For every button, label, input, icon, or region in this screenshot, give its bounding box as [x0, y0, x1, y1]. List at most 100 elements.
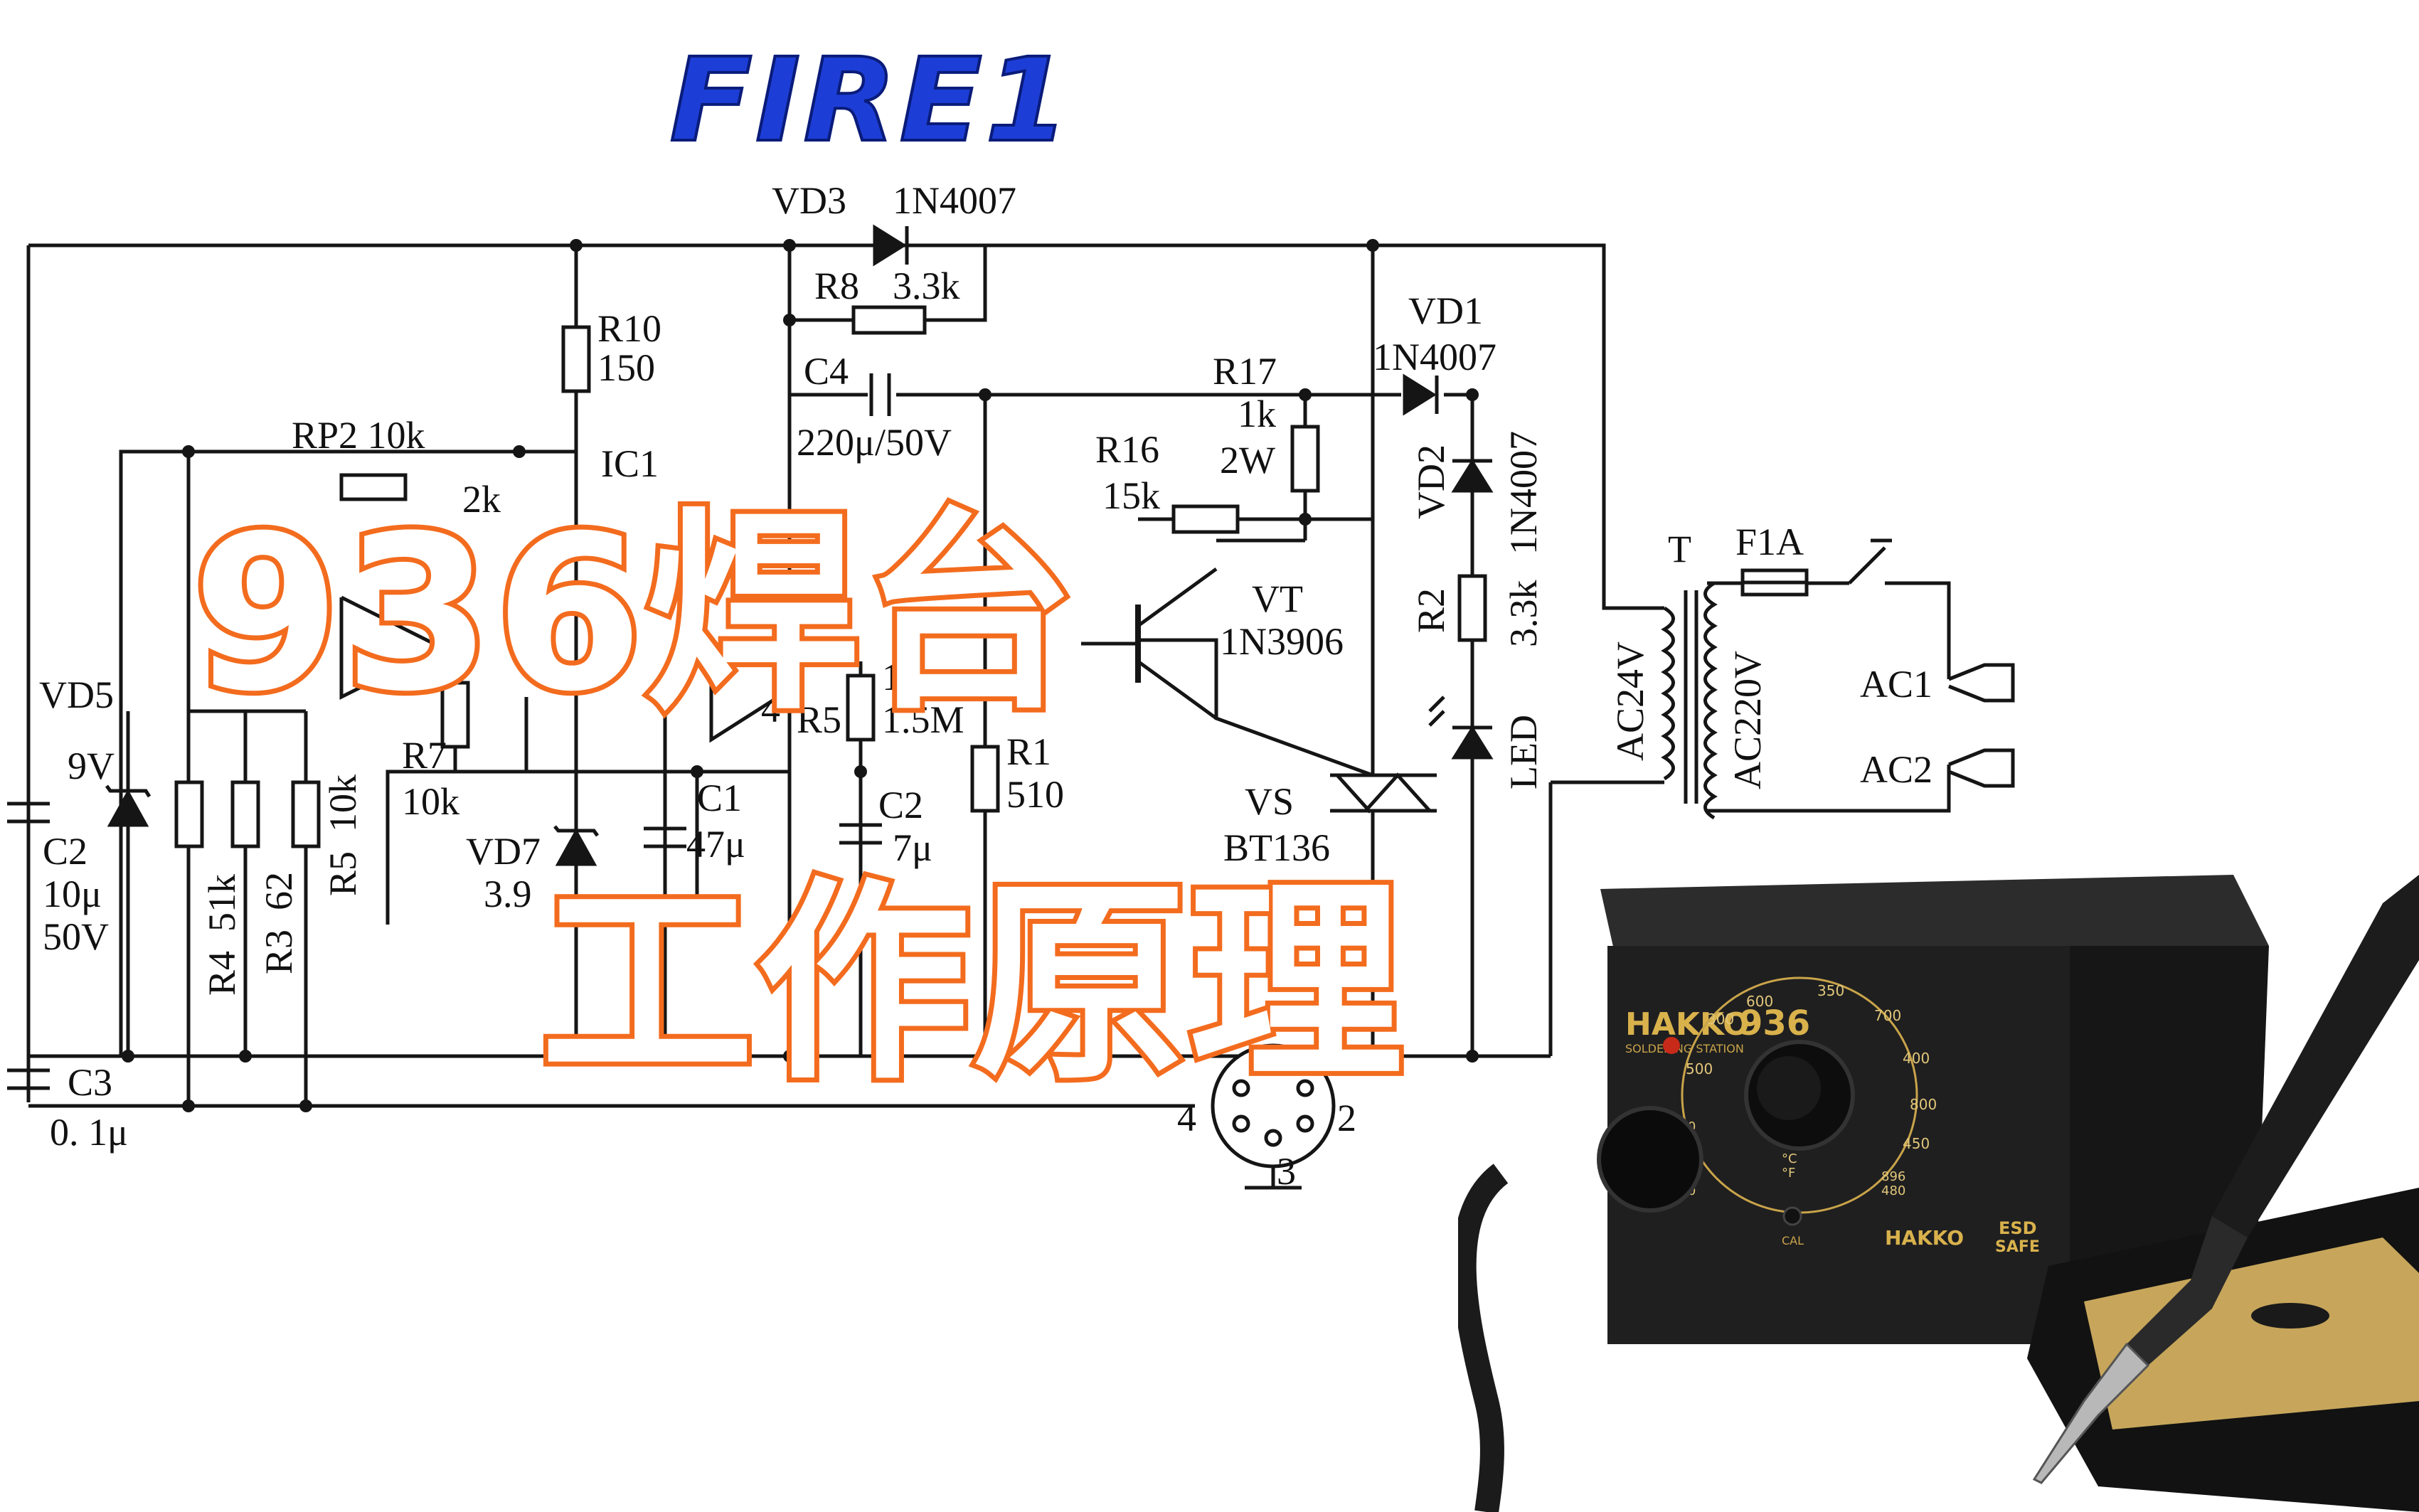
label-connector-pin3: 3 [1277, 1150, 1296, 1193]
junction-dots [122, 239, 1479, 1112]
label-c1-val: 47μ [686, 823, 745, 866]
soldering-station-illustration: HAKKO 936 SOLDERING STATION 300 350 600 … [1458, 875, 2419, 1512]
label-2k: 2k [462, 478, 501, 521]
label-c4-val: 220μ/50V [797, 421, 952, 464]
title-line-1: 936焊台 [187, 485, 1080, 743]
label-r1-val: 510 [1006, 773, 1064, 816]
label-ac220: AC220V [1726, 651, 1769, 789]
label-ac2: AC2 [1860, 748, 1932, 791]
label-c3: C3 [68, 1061, 112, 1104]
dial-unit-c: °C [1782, 1151, 1797, 1166]
iron-jack [1597, 1106, 1703, 1213]
cal-label: CAL [1782, 1234, 1804, 1247]
label-c2-v2: 50V [43, 915, 109, 958]
label-r16: R16 [1095, 428, 1159, 471]
label-led: LED [1502, 715, 1545, 789]
title-line-2: 工作原理 [536, 855, 1408, 1113]
label-r8: R8 [814, 265, 859, 307]
dial-label-800: 800 [1910, 1096, 1937, 1113]
label-r17-w: 2W [1220, 439, 1275, 481]
label-rp2: RP2 10k [292, 414, 425, 457]
dial-unit-f: °F [1782, 1166, 1795, 1181]
label-vd1-part: 1N4007 [1373, 336, 1496, 378]
soldering-iron-tip [2032, 1342, 2150, 1484]
label-connector-pin4: 4 [1177, 1097, 1196, 1139]
label-vd1: VD1 [1408, 289, 1483, 332]
label-r17: R17 [1213, 350, 1277, 393]
dial-label-896: 896 [1881, 1169, 1905, 1184]
label-r5: R5 [797, 698, 841, 741]
label-vd3: VD3 [772, 179, 846, 222]
dial-label-480: 480 [1881, 1183, 1905, 1198]
power-led-icon [1663, 1037, 1680, 1054]
label-r7-val: 10k [402, 780, 459, 823]
components [7, 224, 2015, 1168]
dial-label-400: 400 [1903, 1050, 1930, 1067]
label-r5a: R5 [321, 851, 364, 896]
label-vd3-part: 1N4007 [893, 179, 1016, 222]
station-footer-brand: HAKKO [1885, 1226, 1964, 1250]
station-top [1600, 875, 2269, 953]
label-r2-val: 3.3k [1502, 580, 1545, 648]
label-r16-val: 15k [1102, 474, 1160, 517]
label-r3-val: 62 [257, 872, 300, 910]
dial-label-300: 300 [1707, 1011, 1734, 1028]
label-connector-pin2: 2 [1337, 1097, 1356, 1139]
label-vt-part: 1N3906 [1220, 620, 1344, 663]
sponge [2084, 1237, 2419, 1430]
label-vd5-val: 9V [68, 745, 115, 787]
label-c3-val: 0. 1μ [50, 1111, 128, 1154]
label-f1a: F1A [1735, 521, 1804, 563]
label-13: 13 [882, 656, 920, 698]
label-vd7: VD7 [466, 830, 541, 873]
label-vs-part: BT136 [1223, 826, 1330, 869]
label-vd7-val: 3.9 [484, 873, 532, 915]
component-labels: VD3 1N4007 R8 3.3k R10 150 C4 220μ/50V R… [39, 179, 1932, 1193]
label-r1: R1 [1006, 730, 1051, 773]
station-model: 936 [1739, 1003, 1810, 1043]
label-r8-val: 3.3k [893, 265, 960, 307]
dial-label-350: 350 [1817, 982, 1844, 999]
wires [26, 243, 1951, 1190]
label-r10: R10 [597, 307, 661, 350]
label-vs: VS [1245, 780, 1294, 823]
dial-label-450: 450 [1903, 1135, 1930, 1152]
label-t: T [1668, 528, 1691, 570]
label-vt: VT [1252, 577, 1303, 620]
station-brand: HAKKO [1625, 1006, 1750, 1043]
label-c2b-val: 7μ [893, 826, 932, 869]
label-vd5: VD5 [39, 674, 114, 716]
label-r4-val: 51k [201, 874, 243, 932]
label-ac24: AC24V [1609, 641, 1652, 761]
label-vd2: VD2 [1410, 444, 1452, 519]
label-vd2-part: 1N4007 [1502, 431, 1545, 555]
label-r3: R3 [257, 930, 300, 974]
station-subtitle: SOLDERING STATION [1625, 1042, 1744, 1055]
knob-cap-icon [1757, 1056, 1821, 1120]
label-c1: C1 [697, 777, 742, 819]
label-c2-v1: 10μ [43, 873, 102, 915]
watermark-fire1: FIRE1 [668, 33, 1073, 169]
label-r7: R7 [402, 734, 447, 777]
label-r5-val: 1.5M [882, 698, 964, 741]
dial-label-600: 600 [1746, 993, 1773, 1010]
label-r17-val: 1k [1238, 393, 1276, 435]
safe-label: SAFE [1995, 1238, 2040, 1256]
esd-label: ESD [1999, 1218, 2037, 1238]
label-c4: C4 [804, 350, 849, 393]
label-r2: R2 [1410, 588, 1452, 633]
soldering-iron-grip [2127, 1216, 2248, 1365]
label-c2: C2 [43, 830, 87, 873]
soldering-iron-handle [2212, 875, 2419, 1237]
label-c2b: C2 [878, 784, 923, 826]
sponge-hole [2251, 1303, 2329, 1329]
label-opamp-pin4: 4 [761, 688, 780, 730]
cal-button[interactable] [1782, 1206, 1802, 1226]
label-ic1: IC1 [601, 442, 659, 485]
label-r5a-val: 10k [321, 774, 364, 832]
station-cable [1458, 1164, 1509, 1512]
dial-label-700: 700 [1874, 1007, 1901, 1024]
label-r4: R4 [201, 951, 243, 996]
label-r10-val: 150 [597, 346, 655, 389]
